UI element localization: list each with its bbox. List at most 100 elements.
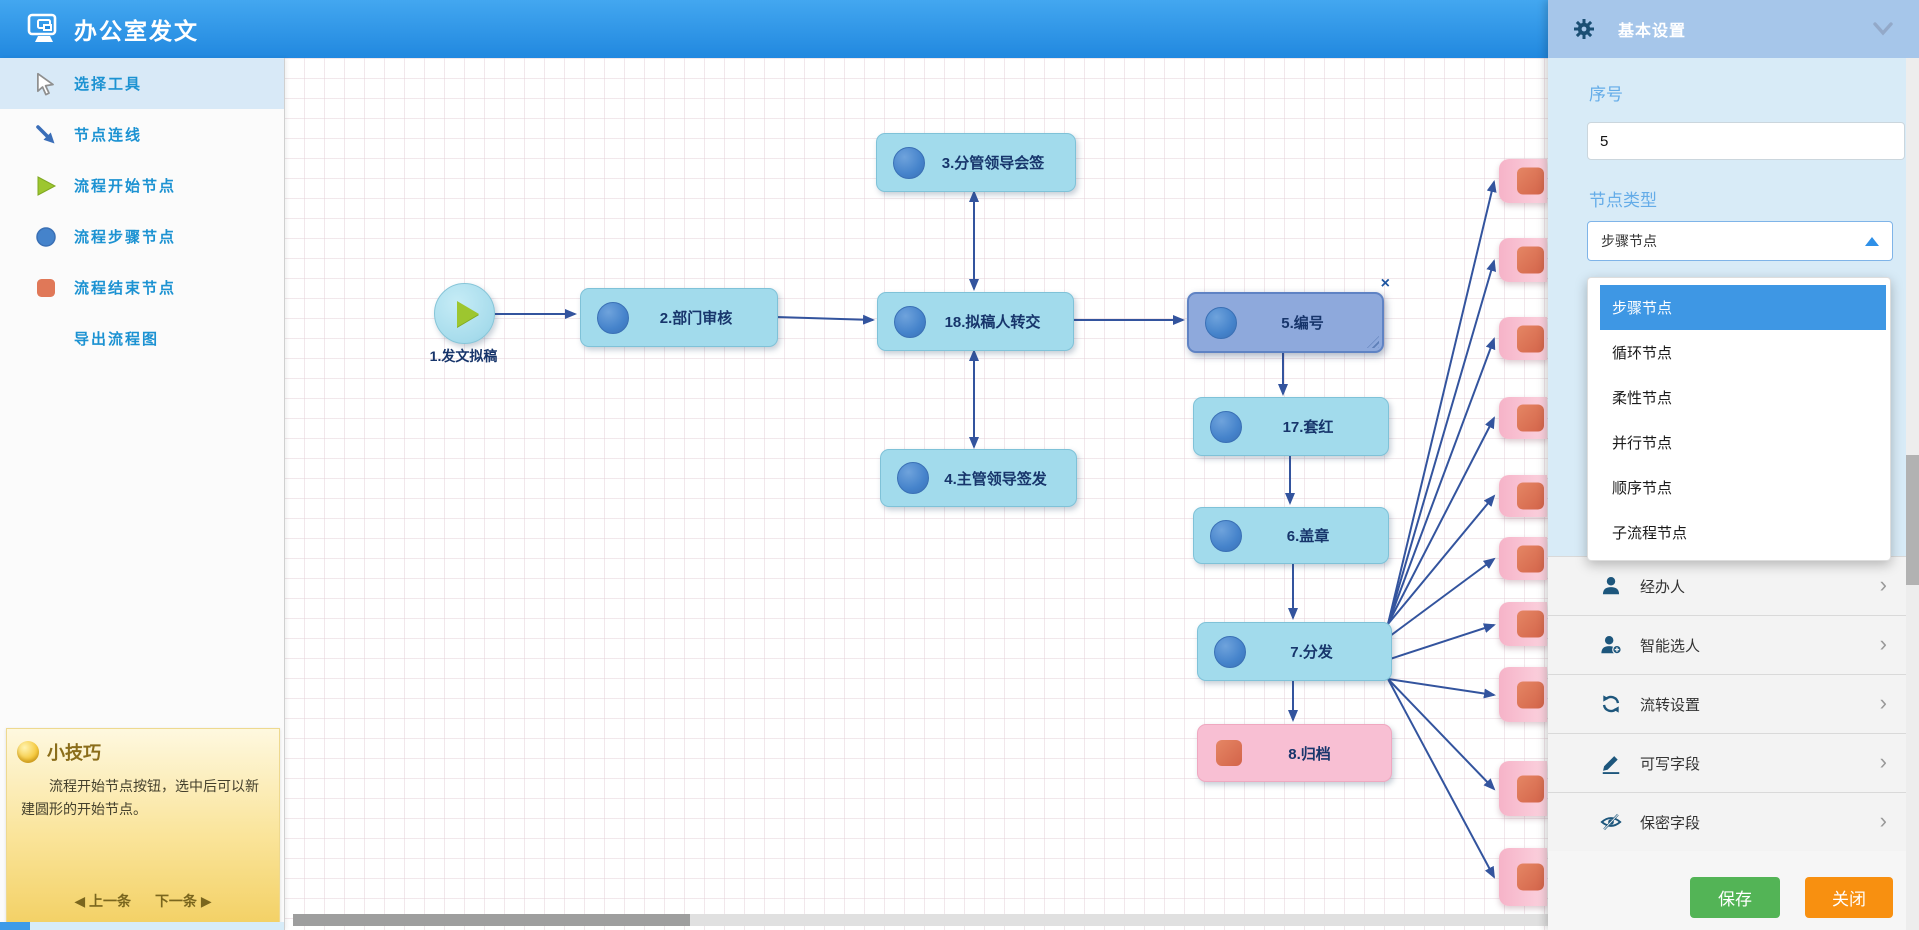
flow-node-step[interactable]: 6.盖章	[1193, 507, 1389, 564]
tips-title: 小技巧	[47, 743, 101, 763]
flow-node-end[interactable]: 8.归档	[1197, 724, 1392, 782]
sidebar-item-label: 导出流程图	[74, 331, 160, 348]
chevron-right-icon: ›	[1879, 630, 1887, 656]
sidebar-item-4[interactable]: 流程步骤节点	[0, 211, 284, 262]
dropdown-option[interactable]: 子流程节点	[1588, 510, 1890, 555]
step-node-icon	[24, 226, 68, 248]
pencil-icon	[1598, 752, 1624, 774]
accordion-section-label: 经办人	[1640, 578, 1686, 596]
flow-node-end-clipped-8[interactable]	[1499, 667, 1547, 722]
flow-node-end-clipped-6[interactable]	[1499, 537, 1547, 580]
node-type-select[interactable]: 步骤节点	[1587, 221, 1893, 261]
sidebar-item-label: 流程开始节点	[74, 178, 177, 195]
flow-node-end-clipped-10[interactable]	[1499, 848, 1547, 906]
flow-node-step[interactable]: 4.主管领导签发	[880, 449, 1077, 507]
canvas-horizontal-scrollbar[interactable]	[293, 914, 1548, 926]
end-node-marker-icon	[1517, 404, 1544, 432]
sequence-label: 序号	[1589, 85, 1623, 104]
dropdown-option[interactable]: 顺序节点	[1588, 465, 1890, 510]
tips-prev-button[interactable]: ◀ 上一条	[74, 893, 132, 909]
flow-node-selected[interactable]: 5.编号×	[1187, 276, 1390, 353]
start-node-icon	[24, 175, 68, 197]
dropdown-option[interactable]: 柔性节点	[1588, 375, 1890, 420]
sidebar-item-5[interactable]: 流程结束节点	[0, 262, 284, 313]
flow-node-end-clipped-7[interactable]	[1499, 602, 1547, 646]
accordion-section-label: 智能选人	[1640, 637, 1701, 655]
panel-vertical-scrollbar-thumb[interactable]	[1906, 455, 1919, 585]
cursor-icon	[24, 71, 68, 97]
flow-node-end-clipped-3[interactable]	[1499, 317, 1547, 360]
app-title: 办公室发文	[74, 18, 199, 44]
panel-title: 基本设置	[1618, 23, 1687, 40]
end-node-marker-icon	[1517, 775, 1544, 802]
tips-next-button[interactable]: 下一条 ▶	[154, 893, 212, 909]
end-node-marker-icon	[1517, 482, 1544, 510]
dropdown-option[interactable]: 并行节点	[1588, 420, 1890, 465]
flow-node-step[interactable]: 2.部门审核	[580, 288, 778, 347]
flow-node-label: 6.盖章	[1286, 528, 1330, 545]
canvas-horizontal-scrollbar-thumb[interactable]	[293, 914, 690, 926]
flow-node-label: 3.分管领导会签	[941, 155, 1045, 172]
flow-node-end-clipped-1[interactable]	[1499, 159, 1547, 203]
panel-vertical-scrollbar[interactable]	[1906, 58, 1919, 930]
dropdown-option[interactable]: 步骤节点	[1600, 285, 1886, 330]
dropdown-option-label: 柔性节点	[1612, 390, 1673, 407]
step-node-marker-icon	[894, 305, 926, 338]
flow-node-end-clipped-5[interactable]	[1499, 475, 1547, 517]
flow-node-step[interactable]: 3.分管领导会签	[876, 133, 1076, 192]
lightbulb-icon	[17, 741, 39, 763]
sidebar-item-1[interactable]: 选择工具	[0, 58, 284, 109]
resize-handle[interactable]	[1367, 336, 1379, 348]
sidebar-item-label: 节点连线	[74, 127, 143, 144]
accordion-section[interactable]: 智能选人 ›	[1548, 616, 1919, 675]
accordion-section-label: 保密字段	[1640, 814, 1701, 832]
dropdown-option[interactable]: 循环节点	[1588, 330, 1890, 375]
step-node-marker-icon	[893, 146, 925, 179]
end-node-marker-icon	[1517, 610, 1544, 638]
sequence-input[interactable]	[1587, 122, 1905, 160]
flow-node-end-clipped-9[interactable]	[1499, 761, 1547, 816]
delete-node-icon[interactable]: ×	[1380, 275, 1390, 292]
node-type-label: 节点类型	[1589, 191, 1657, 210]
flow-node-start[interactable]	[434, 283, 495, 344]
flow-edges	[495, 180, 1497, 879]
accordion-section-label: 流转设置	[1640, 696, 1701, 714]
settings-accordion: 经办人› 智能选人 › 流转设置›可写字段› 保密字段 ›	[1548, 556, 1919, 852]
end-node-marker-icon	[1216, 740, 1242, 766]
flow-node-label: 4.主管领导签发	[944, 470, 1047, 488]
sidebar-item-2[interactable]: 节点连线	[0, 109, 284, 160]
end-node-marker-icon	[1517, 246, 1544, 274]
flow-node-step[interactable]: 18.拟稿人转交	[877, 292, 1074, 351]
tool-sidebar: 选择工具节点连线流程开始节点流程步骤节点流程结束节点导出流程图 小技巧 流程开始…	[0, 58, 285, 930]
step-node-marker-icon	[597, 301, 629, 334]
accordion-section-label: 可写字段	[1640, 755, 1701, 773]
end-node-marker-icon	[1517, 325, 1544, 352]
flow-node-end-clipped-4[interactable]	[1499, 397, 1547, 439]
sidebar-item-6[interactable]: 导出流程图	[0, 313, 284, 364]
flow-node-end-clipped-2[interactable]	[1499, 238, 1547, 282]
flow-node-label: 8.归档	[1288, 745, 1331, 763]
accordion-section[interactable]: 可写字段›	[1548, 734, 1919, 793]
end-node-marker-icon	[1517, 167, 1544, 195]
sidebar-item-3[interactable]: 流程开始节点	[0, 160, 284, 211]
chevron-right-icon: ›	[1879, 807, 1887, 833]
step-node-marker-icon	[1205, 306, 1237, 339]
flow-node-step[interactable]: 17.套红	[1193, 397, 1389, 456]
accordion-section[interactable]: 经办人›	[1548, 556, 1919, 616]
save-button[interactable]: 保存	[1690, 877, 1780, 918]
sidebar-bottom-strip	[30, 922, 284, 930]
dropdown-option-label: 顺序节点	[1612, 480, 1673, 497]
basic-settings-header[interactable]: 基本设置	[1548, 0, 1919, 58]
accordion-section[interactable]: 保密字段 ›	[1548, 793, 1919, 852]
dropdown-option-label: 并行节点	[1612, 435, 1673, 452]
flow-node-step[interactable]: 7.分发	[1197, 622, 1392, 681]
accordion-section[interactable]: 流转设置›	[1548, 675, 1919, 734]
sidebar-item-label: 流程结束节点	[74, 280, 177, 297]
flow-node-label: 2.部门审核	[659, 310, 733, 327]
end-node-icon	[24, 277, 68, 299]
caret-up-icon	[1865, 237, 1879, 246]
sidebar-item-label: 选择工具	[74, 76, 143, 93]
close-button[interactable]: 关闭	[1805, 877, 1893, 918]
end-node-marker-icon	[1517, 545, 1544, 572]
